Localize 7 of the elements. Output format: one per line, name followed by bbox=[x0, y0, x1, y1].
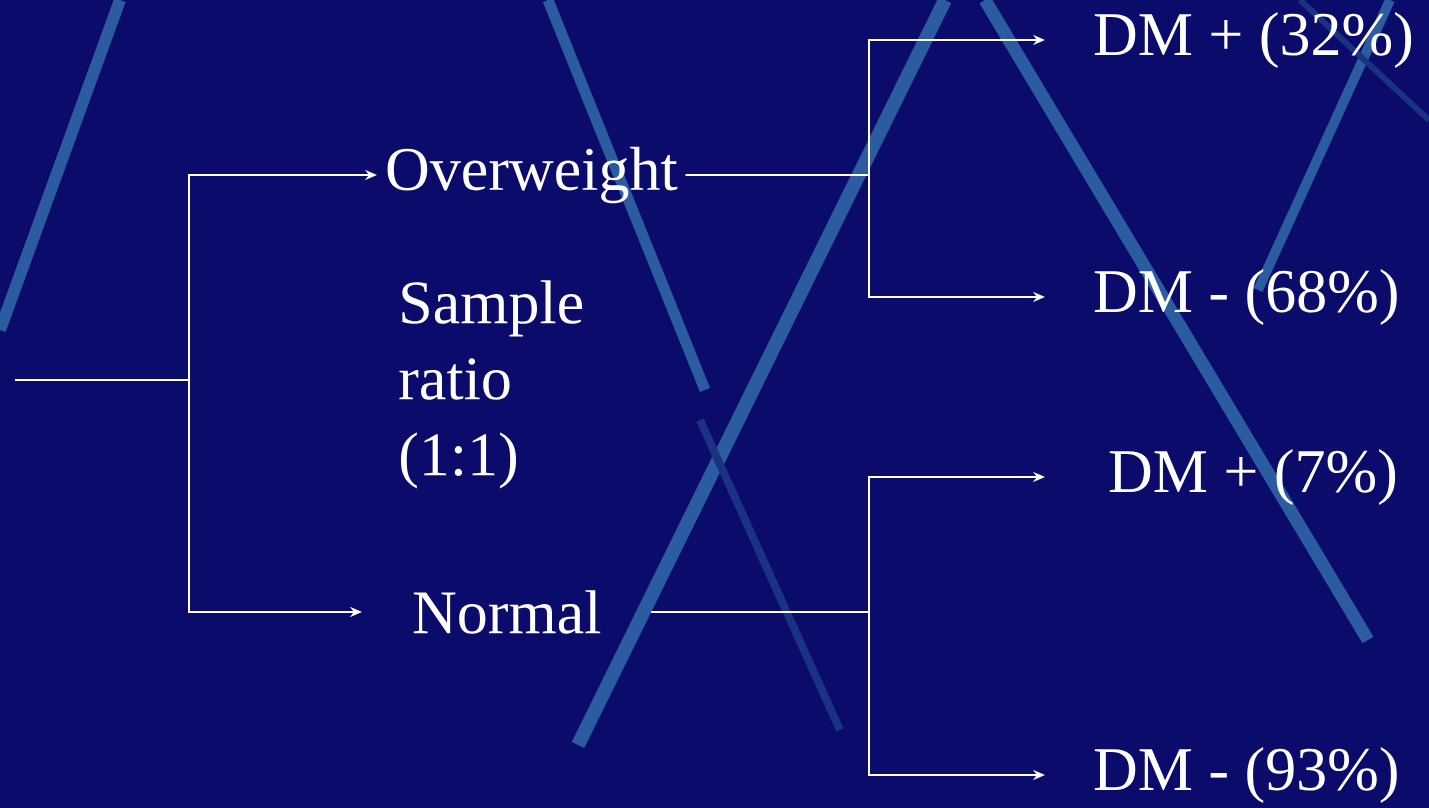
node-label: Overweight bbox=[387, 146, 678, 204]
node-label: DM + (7%) bbox=[1109, 448, 1396, 506]
node-label: DM + (32%) bbox=[1094, 11, 1412, 69]
node-label: Normal bbox=[413, 590, 601, 634]
node-label: DM - (93%) bbox=[1094, 746, 1397, 804]
annotation-text: Sample ratio (1:1) bbox=[399, 280, 583, 489]
node-label: DM - (68%) bbox=[1094, 268, 1397, 326]
